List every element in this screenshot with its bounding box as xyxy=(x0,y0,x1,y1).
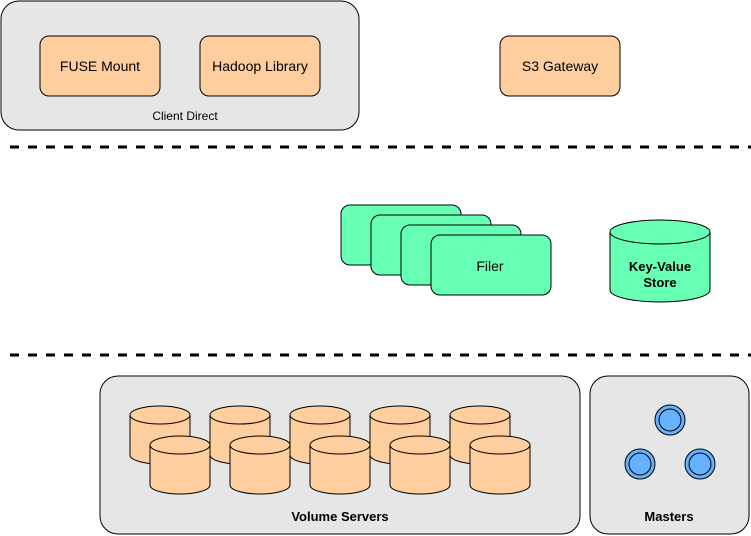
volume-server-cylinder[interactable] xyxy=(389,435,451,495)
fuse-mount-node[interactable]: FUSE Mount xyxy=(39,35,161,97)
hadoop-library-label: Hadoop Library xyxy=(212,58,308,74)
fuse-mount-label: FUSE Mount xyxy=(60,58,140,74)
hadoop-library-node[interactable]: Hadoop Library xyxy=(199,35,321,97)
filer-stack[interactable] xyxy=(340,204,552,296)
client-direct-label: Client Direct xyxy=(152,109,218,123)
master-node[interactable] xyxy=(654,404,686,436)
key-value-store-node[interactable]: Key-Value Store xyxy=(609,219,711,303)
s3-gateway-label: S3 Gateway xyxy=(522,58,598,74)
master-node[interactable] xyxy=(684,448,716,480)
kv-store-label-line2: Store xyxy=(643,275,676,290)
s3-gateway-node[interactable]: S3 Gateway xyxy=(499,35,621,97)
volume-server-cylinder[interactable] xyxy=(149,435,211,495)
volume-server-cylinder[interactable] xyxy=(229,435,291,495)
master-node[interactable] xyxy=(624,448,656,480)
masters-label: Masters xyxy=(644,509,693,524)
volume-server-cylinder[interactable] xyxy=(469,435,531,495)
volume-servers-label: Volume Servers xyxy=(291,509,388,524)
master-nodes xyxy=(624,404,716,480)
volume-server-cylinder[interactable] xyxy=(309,435,371,495)
volume-cylinders xyxy=(129,405,531,495)
masters-group[interactable]: Masters xyxy=(589,375,750,535)
client-direct-group[interactable]: Client Direct xyxy=(0,0,360,131)
kv-store-label-line1: Key-Value xyxy=(629,259,691,274)
filer-instance[interactable] xyxy=(430,234,552,296)
filer-label: Filer xyxy=(476,258,504,274)
